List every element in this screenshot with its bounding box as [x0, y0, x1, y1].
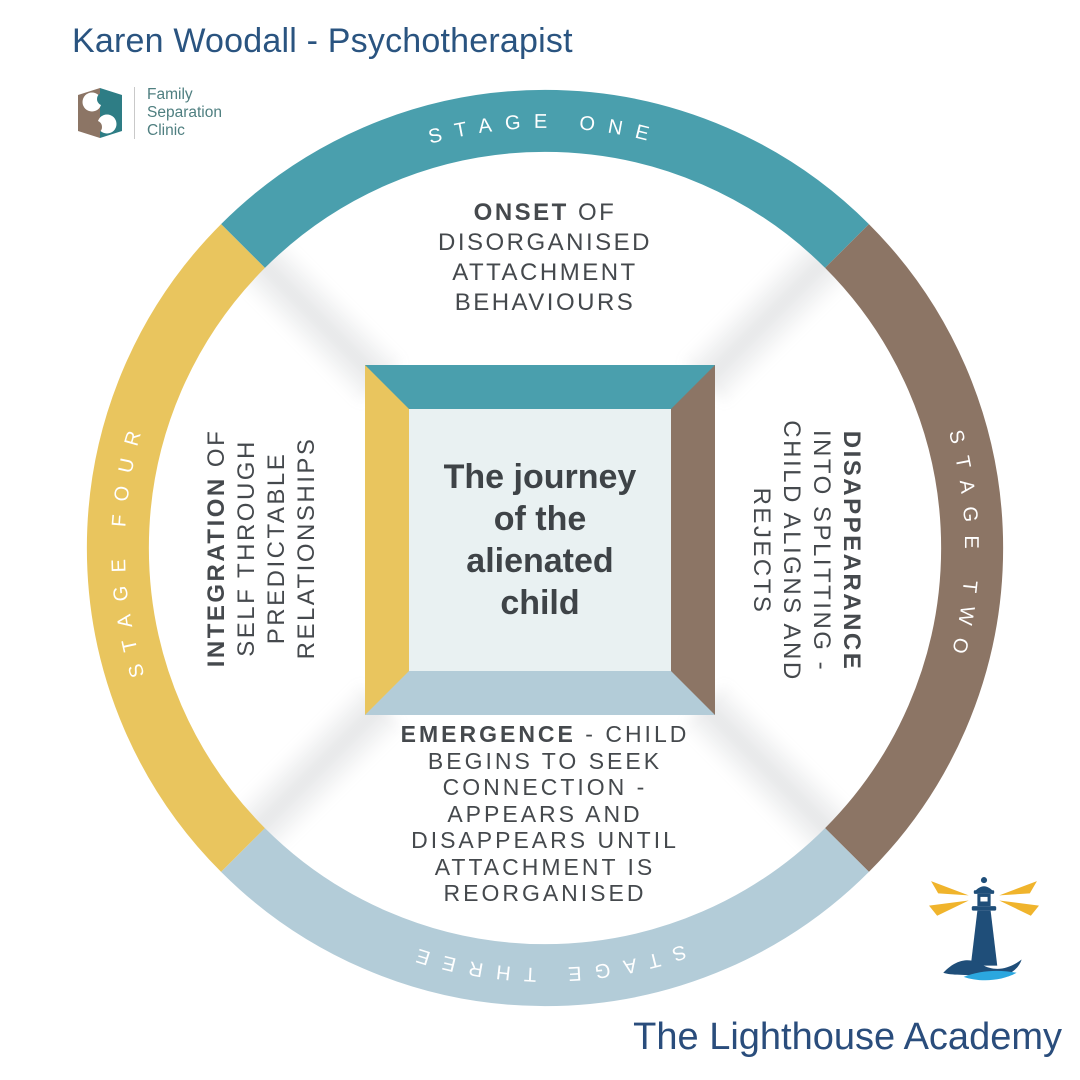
- clinic-icon-teal-dot: [97, 92, 110, 106]
- lighthouse-wave: [963, 970, 1017, 981]
- stage-four-description: INTEGRATION OF SELF THROUGH PREDICTABLE …: [202, 378, 322, 718]
- stage-three-arc-label: STAGE THREE: [401, 940, 688, 985]
- beam-left-lower: [929, 900, 969, 916]
- clinic-icon-white-dot-bottom: [97, 114, 117, 134]
- stage-three-description: EMERGENCE - CHILD BEGINS TO SEEK CONNECT…: [340, 721, 750, 907]
- center-frame: The journey of the alienated child: [365, 365, 715, 715]
- clinic-icon-brown-dot: [89, 120, 102, 134]
- stage-two-description: DISAPPEARANCE INTO SPLITTING - CHILD ALI…: [746, 381, 866, 721]
- stage-four-keyword: INTEGRATION: [203, 476, 230, 668]
- clinic-name-line2: Separation: [147, 104, 222, 121]
- stage-two-keyword: DISAPPEARANCE: [838, 430, 865, 672]
- clinic-name-line3: Clinic: [147, 122, 185, 139]
- diagram-title: The journey of the alienated child: [443, 458, 637, 622]
- lighthouse-icon: [929, 877, 1039, 981]
- brand-title: The Lighthouse Academy: [633, 1016, 1062, 1058]
- stage-one-keyword: ONSET: [473, 199, 569, 226]
- clinic-icon-white-dot-top: [82, 92, 102, 112]
- clinic-name: Family Separation Clinic: [147, 86, 222, 140]
- clinic-name-line1: Family: [147, 86, 193, 103]
- lighthouse-window: [980, 896, 988, 902]
- beam-right-lower: [999, 900, 1039, 916]
- stage-three-keyword: EMERGENCE: [400, 721, 576, 747]
- stage-four-arc-label: STAGE FOUR: [108, 416, 150, 680]
- lighthouse-logo: [922, 874, 1046, 986]
- stage-two-arc-label: STAGE TWO: [944, 428, 982, 669]
- family-separation-clinic-logo: Family Separation Clinic: [76, 86, 222, 140]
- center-panel: The journey of the alienated child: [409, 409, 671, 671]
- stage-three-detail: - CHILD BEGINS TO SEEK CONNECTION - APPE…: [411, 721, 690, 906]
- family-separation-clinic-icon: [78, 88, 122, 138]
- logo-divider: [134, 87, 135, 139]
- stage-one-arc-label: STAGE ONE: [426, 111, 664, 149]
- stage-one-description: ONSET OF DISORGANISED ATTACHMENT BEHAVIO…: [345, 198, 745, 318]
- stage-two-detail: INTO SPLITTING - CHILD ALIGNS AND REJECT…: [748, 420, 835, 682]
- beam-right-upper: [999, 881, 1037, 896]
- beam-left-upper: [931, 881, 969, 896]
- page-title: Karen Woodall - Psychotherapist: [72, 22, 573, 60]
